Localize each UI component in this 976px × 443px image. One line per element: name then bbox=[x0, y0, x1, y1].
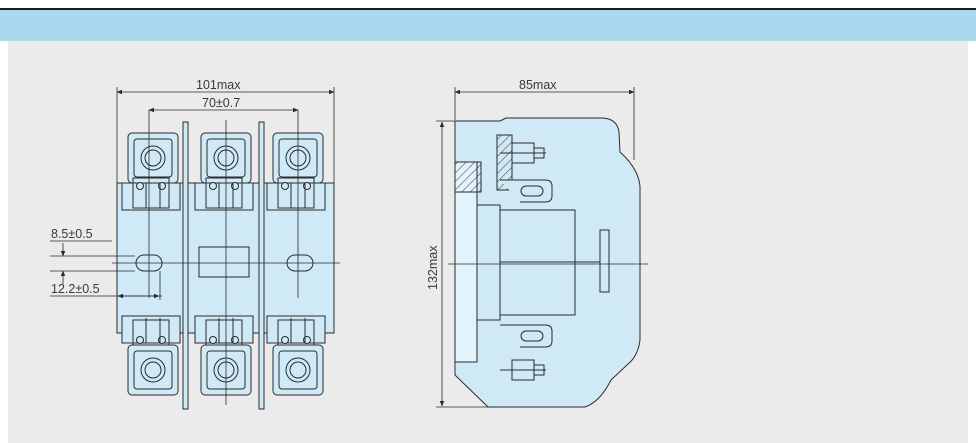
phase-barrier-right bbox=[258, 121, 265, 410]
mount-rail bbox=[599, 229, 610, 293]
top-clip bbox=[500, 179, 553, 203]
dim-side-depth: 85max bbox=[519, 78, 557, 92]
header-band bbox=[0, 10, 976, 41]
bottom-terminals bbox=[127, 344, 324, 396]
bottom-clip bbox=[500, 324, 553, 348]
top-terminals bbox=[127, 132, 324, 184]
front-dimensions bbox=[50, 87, 335, 300]
front-view bbox=[112, 110, 340, 410]
header-top-rule bbox=[0, 8, 976, 10]
front-centre-lines bbox=[112, 110, 340, 405]
side-view bbox=[448, 117, 648, 408]
dim-mount-hole-height: 8.5±0.5 bbox=[51, 227, 93, 241]
dim-overall-width: 101max bbox=[196, 78, 241, 92]
dim-side-height: 132max bbox=[426, 245, 440, 290]
insulation-top bbox=[454, 161, 482, 193]
phase-barrier-left bbox=[182, 121, 189, 410]
dim-terminal-pitch: 70±0.7 bbox=[202, 96, 240, 110]
centre-window bbox=[198, 246, 250, 278]
bottom-clamp-blocks bbox=[121, 315, 326, 351]
dim-mount-hole-offset: 12.2±0.5 bbox=[51, 282, 100, 296]
side-dimensions bbox=[436, 87, 635, 408]
top-clamp-blocks bbox=[121, 177, 326, 211]
